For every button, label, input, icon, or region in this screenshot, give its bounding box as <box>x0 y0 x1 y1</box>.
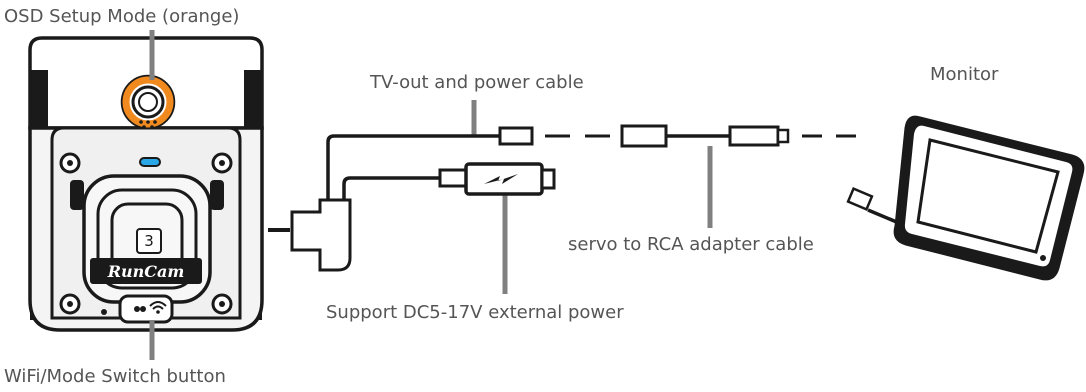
monitor <box>893 115 1085 281</box>
cables <box>268 124 931 272</box>
label-monitor: Monitor <box>930 64 999 85</box>
label-osd-setup: OSD Setup Mode (orange) <box>4 6 240 27</box>
camera-model-badge: 3 <box>136 228 162 254</box>
label-wifi-mode: WiFi/Mode Switch button <box>4 366 226 387</box>
label-tv-out-cable: TV-out and power cable <box>370 72 584 93</box>
leader-lines <box>149 30 713 360</box>
status-led <box>139 157 161 167</box>
label-servo-rca: servo to RCA adapter cable <box>568 234 814 255</box>
runcam-logo: RunCam <box>107 262 185 281</box>
label-dc-power: Support DC5-17V external power <box>326 302 624 323</box>
osd-setup-button <box>120 74 176 130</box>
